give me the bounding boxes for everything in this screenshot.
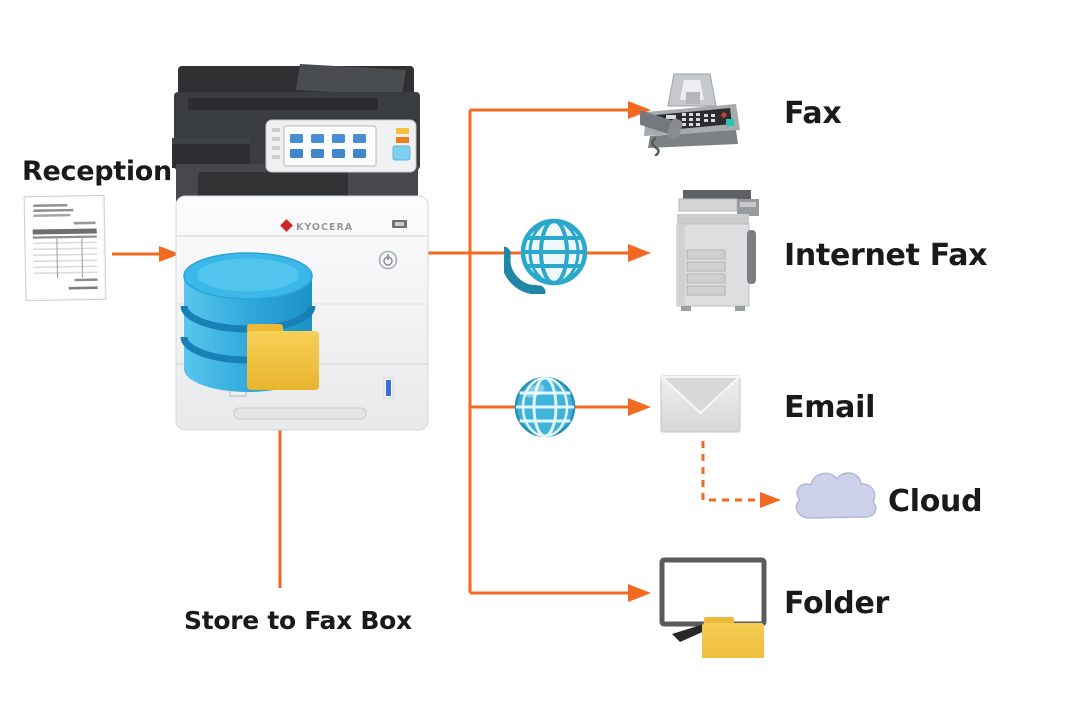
document-icon [23,194,107,302]
email-arrowhead [628,398,651,416]
printer-drawer-handle [233,407,367,420]
internet-fax-label: Internet Fax [784,238,988,273]
copier-icon [676,190,759,311]
monitor-folder-icon [659,557,767,658]
phone-handset-icon [504,246,546,294]
folder-front-icon [702,617,764,658]
envelope-icon [660,375,742,433]
cloud-dashed-line [701,441,760,502]
fax-label: Fax [784,96,842,131]
printer-brand-text: KYOCERA [296,222,353,233]
printer-brand-logo: KYOCERA [280,219,353,233]
folder-arrowhead [628,584,651,602]
reception-label: Reception [22,156,172,187]
printer-power-button [378,250,398,270]
reception-arrowhead [159,246,180,262]
cloud-label: Cloud [888,484,983,519]
cloud-icon [795,472,877,519]
mfp-printer-icon: KYOCERA [172,64,429,431]
email-label: Email [784,390,876,425]
globe-icon [514,376,576,438]
fax-handset-icon [640,105,683,156]
store-to-fax-box-label: Store to Fax Box [184,606,412,635]
fax-machine-icon [640,73,740,156]
phone-globe-icon [504,218,588,294]
printer-control-panel [265,119,417,173]
folder-label: Folder [784,586,889,621]
folder-icon [247,324,319,390]
monitor-icon [659,557,767,627]
internet-fax-arrowhead [628,244,651,262]
cloud-arrowhead [760,492,781,508]
printer-touchscreen [283,125,377,167]
printer-feeder-tray [296,64,406,96]
kyocera-diamond-icon [280,219,293,232]
